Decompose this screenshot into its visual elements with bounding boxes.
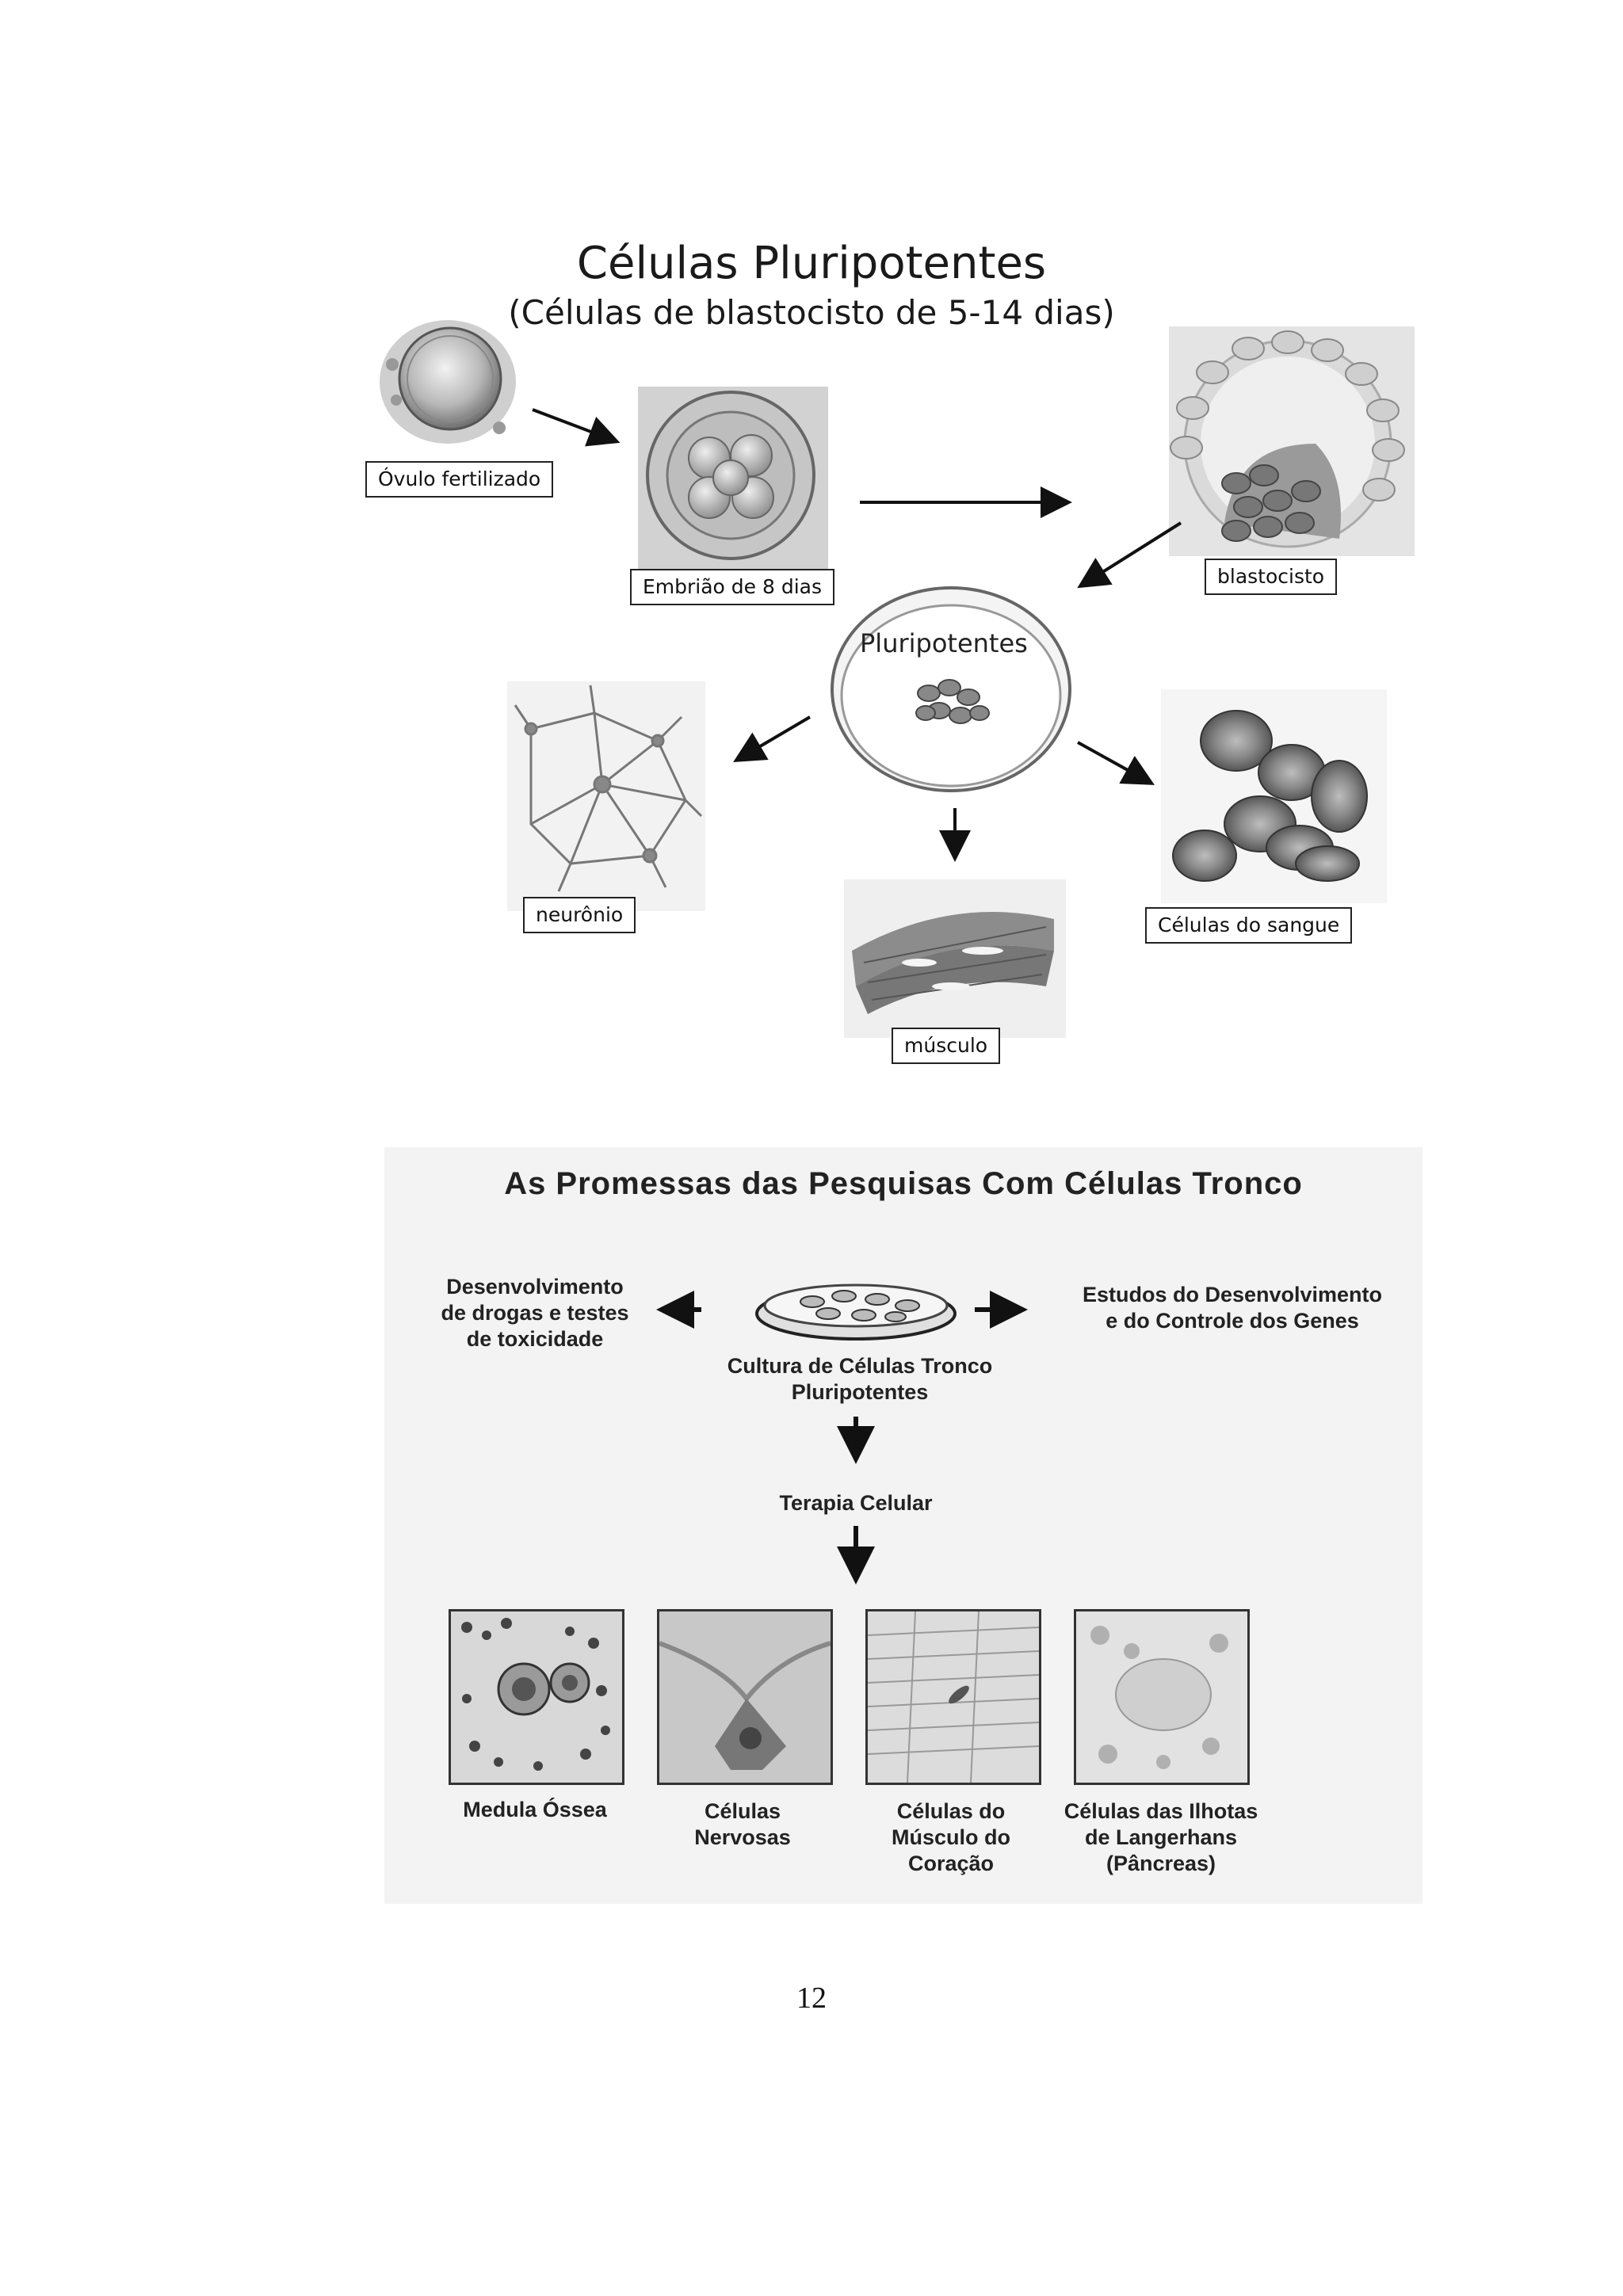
label-embryo: Embrião de 8 dias — [630, 569, 835, 605]
neuron-image — [507, 681, 705, 911]
figure-subtitle: (Células de blastocisto de 5-14 dias) — [508, 293, 1115, 332]
flow-arrows — [532, 408, 1182, 862]
tile-caption-bone-marrow: Medula Óssea — [463, 1798, 607, 1821]
fertilized-egg-image — [380, 320, 516, 444]
pluripotent-diagram-art — [380, 320, 1415, 1038]
label-blastocyst: blastocisto — [1205, 559, 1338, 595]
tile-caption-pancreas: Células das Ilhotas de Langerhans (Pâncr… — [1064, 1799, 1258, 1875]
gene-studies-text: Estudos do Desenvolvimento e do Controle… — [1082, 1283, 1383, 1333]
embryo-image — [638, 387, 828, 569]
heart-muscle-cells-image — [865, 1609, 1041, 1785]
label-muscle: músculo — [892, 1028, 1001, 1064]
figure-title: Células Pluripotentes — [576, 238, 1047, 289]
cell-therapy-text: Terapia Celular — [779, 1491, 933, 1515]
drug-development-text: Desenvolvimento de drogas e testes de to… — [441, 1275, 629, 1351]
label-blood-cells: Células do sangue — [1145, 907, 1353, 944]
blastocyst-image — [1169, 326, 1415, 556]
blood-cells-image — [1161, 689, 1387, 903]
pancreas-islet-cells-image — [1074, 1609, 1250, 1785]
label-pluripotent: Pluripotentes — [860, 628, 1028, 658]
tile-caption-nerve-cells: Células Nervosas — [694, 1799, 791, 1849]
label-neuron: neurônio — [523, 897, 636, 933]
culture-text: Cultura de Células Tronco Pluripotentes — [727, 1354, 993, 1404]
stem-cell-promises-figure: As Promessas das Pesquisas Com Células T… — [384, 1147, 1423, 1904]
pluripotent-cells-figure: Células Pluripotentes (Células de blasto… — [0, 0, 1623, 1109]
promise-arrows — [656, 1291, 1028, 1585]
page-number: 12 — [796, 1981, 827, 2015]
muscle-image — [844, 879, 1066, 1038]
label-fertilized-egg: Óvulo fertilizado — [365, 461, 554, 498]
petri-dish-image — [831, 586, 1071, 792]
culture-dish-image — [755, 1283, 957, 1341]
nerve-cells-image — [657, 1609, 833, 1785]
tile-caption-heart-muscle: Células do Músculo do Coração — [892, 1799, 1010, 1875]
promises-diagram-art — [656, 1283, 1028, 1585]
figure-title: As Promessas das Pesquisas Com Células T… — [504, 1166, 1303, 1201]
bone-marrow-image — [449, 1609, 624, 1785]
